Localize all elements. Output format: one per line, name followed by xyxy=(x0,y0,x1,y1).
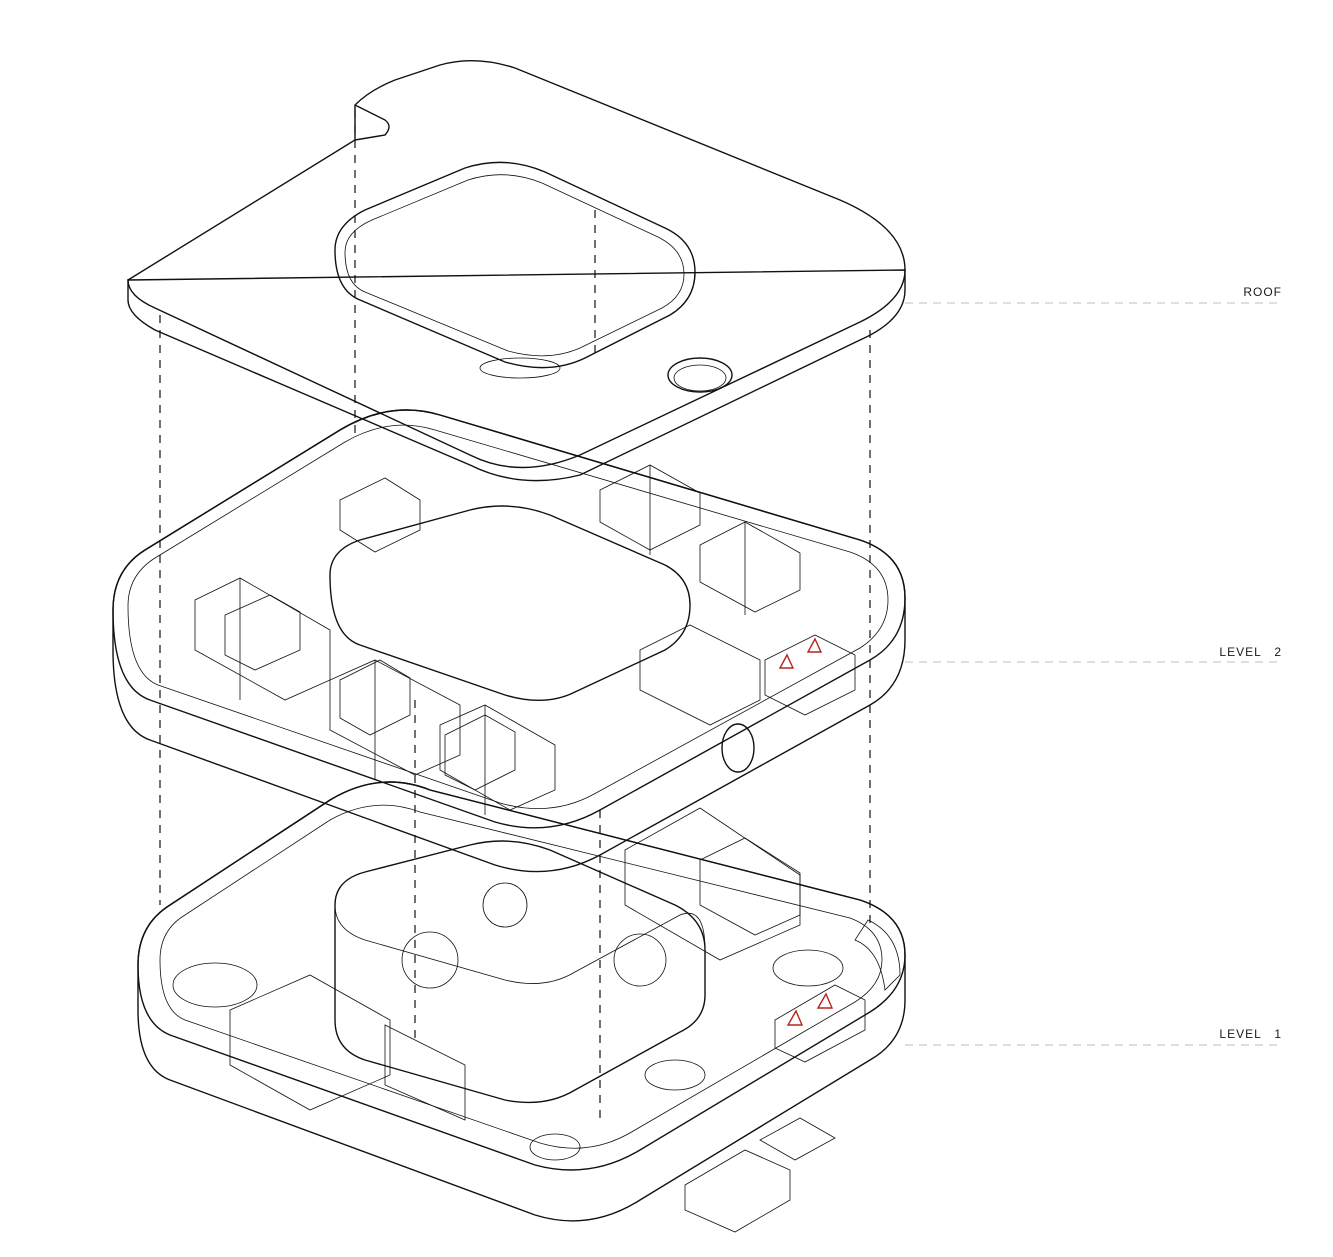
roof-label: ROOF xyxy=(1243,285,1282,299)
level-2-slab xyxy=(112,409,906,873)
roof-slab xyxy=(127,59,906,482)
level-2-label: LEVEL 2 xyxy=(1219,645,1282,659)
level-1-label: LEVEL 1 xyxy=(1219,1027,1282,1041)
projection-lines xyxy=(159,110,871,1120)
level-1-slab xyxy=(137,781,906,1233)
level-labels: ROOF LEVEL 2 LEVEL 1 xyxy=(905,285,1282,1046)
